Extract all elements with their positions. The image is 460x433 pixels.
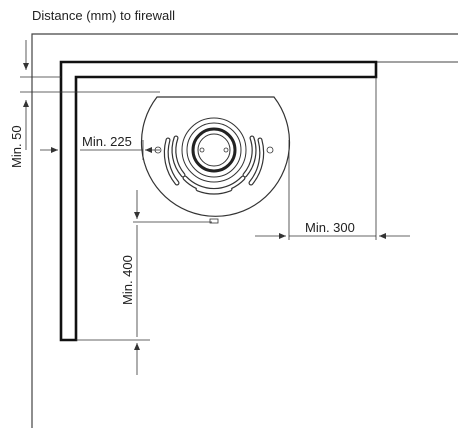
label-min-400: Min. 400 — [120, 255, 135, 305]
dimension-min-400 — [76, 190, 212, 375]
stove-door-tab — [209, 218, 219, 224]
firewall-walls — [31, 33, 458, 428]
label-min-225: Min. 225 — [82, 134, 132, 149]
diagram-title: Distance (mm) to firewall — [32, 8, 176, 23]
stove — [140, 96, 291, 224]
vent-slots-inner — [164, 136, 264, 194]
dimension-min-225 — [40, 140, 160, 160]
flue-opening — [197, 133, 231, 167]
screw-right-icon — [266, 146, 274, 154]
bolt-left-icon — [199, 147, 205, 153]
label-min-50: Min. 50 — [9, 125, 24, 168]
dimension-min-50 — [20, 40, 160, 150]
dimension-min-300 — [255, 77, 410, 240]
bolt-right-icon — [223, 147, 229, 153]
flue-ring-3 — [191, 127, 237, 173]
label-min-300: Min. 300 — [305, 220, 355, 235]
